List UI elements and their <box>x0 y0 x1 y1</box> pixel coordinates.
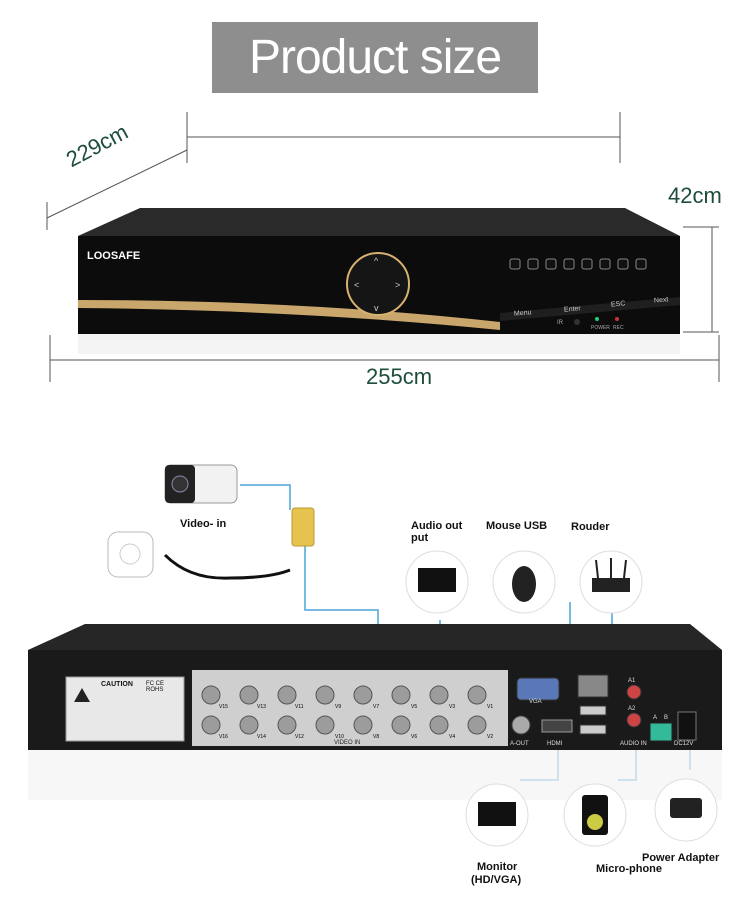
svg-text:>: > <box>395 280 400 290</box>
channel-label: V12 <box>295 734 304 740</box>
audio-channel-a2: A2 <box>628 706 636 712</box>
channel-label: V7 <box>373 704 380 710</box>
video-in-plate-label: VIDEO IN <box>334 740 361 746</box>
cert-marks: FC CE ROHS <box>146 681 164 693</box>
dvr-rear-top <box>28 624 722 650</box>
front-icons <box>509 258 647 270</box>
audio-out-label: Audio out put <box>411 520 463 544</box>
vga-label: VGA <box>529 699 542 705</box>
product-size-banner: Product size <box>212 22 538 93</box>
caution-label <box>65 676 185 742</box>
aout-label: A-OUT <box>510 741 529 747</box>
caution-title: CAUTION <box>101 681 133 688</box>
channel-label: V1 <box>487 704 494 710</box>
audio-in-label: AUDIO IN <box>620 741 647 747</box>
video-cable-plug-icon <box>291 507 315 547</box>
usb-port-2 <box>579 724 607 735</box>
video-in-label: Video- in <box>180 518 227 530</box>
svg-text:<: < <box>354 280 359 290</box>
bnc-connectors <box>201 685 487 735</box>
terminal-b: B <box>664 715 669 721</box>
dc12v-label: DC12V <box>674 741 694 747</box>
bnc-plate <box>192 670 508 746</box>
button-esc: ESC <box>610 300 626 309</box>
channel-label: V14 <box>257 734 266 740</box>
audio-channel-a1: A1 <box>628 678 636 684</box>
router-label: Rouder <box>571 521 610 533</box>
channel-label: V4 <box>449 734 456 740</box>
svg-text:^: ^ <box>374 256 379 266</box>
aout-port <box>511 715 531 735</box>
channel-label: V5 <box>411 704 418 710</box>
svg-text:v: v <box>374 303 379 313</box>
button-next: Next <box>653 296 669 305</box>
button-enter: Enter <box>563 305 582 314</box>
monitor-sub-label: (HD/VGA) <box>471 874 522 886</box>
mouse-usb-label: Mouse USB <box>486 520 548 532</box>
audio-in-port-1 <box>626 684 642 700</box>
channel-label: V8 <box>373 734 380 740</box>
dc12v-port <box>677 711 697 741</box>
gold-strip <box>78 300 500 330</box>
rs485-terminal <box>649 722 673 742</box>
usb-port-1 <box>579 705 607 716</box>
height-label: 42cm <box>668 183 722 208</box>
channel-label: V11 <box>295 704 304 710</box>
lan-port <box>577 674 609 698</box>
channel-label: V10 <box>335 734 344 740</box>
navigation-dial <box>346 252 410 316</box>
dvr-top-surface <box>78 208 680 236</box>
channel-label: V6 <box>411 734 418 740</box>
power-adapter-label: Power Adapter <box>642 852 720 864</box>
monitor-label: Monitor <box>477 861 518 873</box>
channel-label: V2 <box>487 734 494 740</box>
indicator-ir: IR <box>557 320 563 326</box>
width-label: 255cm <box>366 364 433 389</box>
channel-label: V16 <box>219 734 228 740</box>
hdmi-port <box>541 719 573 733</box>
power-outlet-icon <box>107 531 154 578</box>
channel-label: V3 <box>449 704 456 710</box>
microphone-label: Micro-phone <box>596 863 662 875</box>
dimension-lines <box>46 112 720 382</box>
power-cable-icon <box>163 553 291 580</box>
indicator-rec: REC <box>613 325 624 331</box>
rear-connection-diagram <box>28 464 722 847</box>
indicator-power: POWER <box>591 325 610 331</box>
channel-label: V9 <box>335 704 342 710</box>
front-view-illustration: ^ v < > <box>46 112 720 382</box>
vga-port <box>516 677 560 701</box>
hdmi-label: HDMI <box>547 741 563 747</box>
channel-label: V13 <box>257 704 266 710</box>
brand-logo: LOOSAFE <box>87 250 141 262</box>
audio-in-port-2 <box>626 712 642 728</box>
channel-label: V15 <box>219 704 228 710</box>
terminal-a: A <box>653 715 658 721</box>
